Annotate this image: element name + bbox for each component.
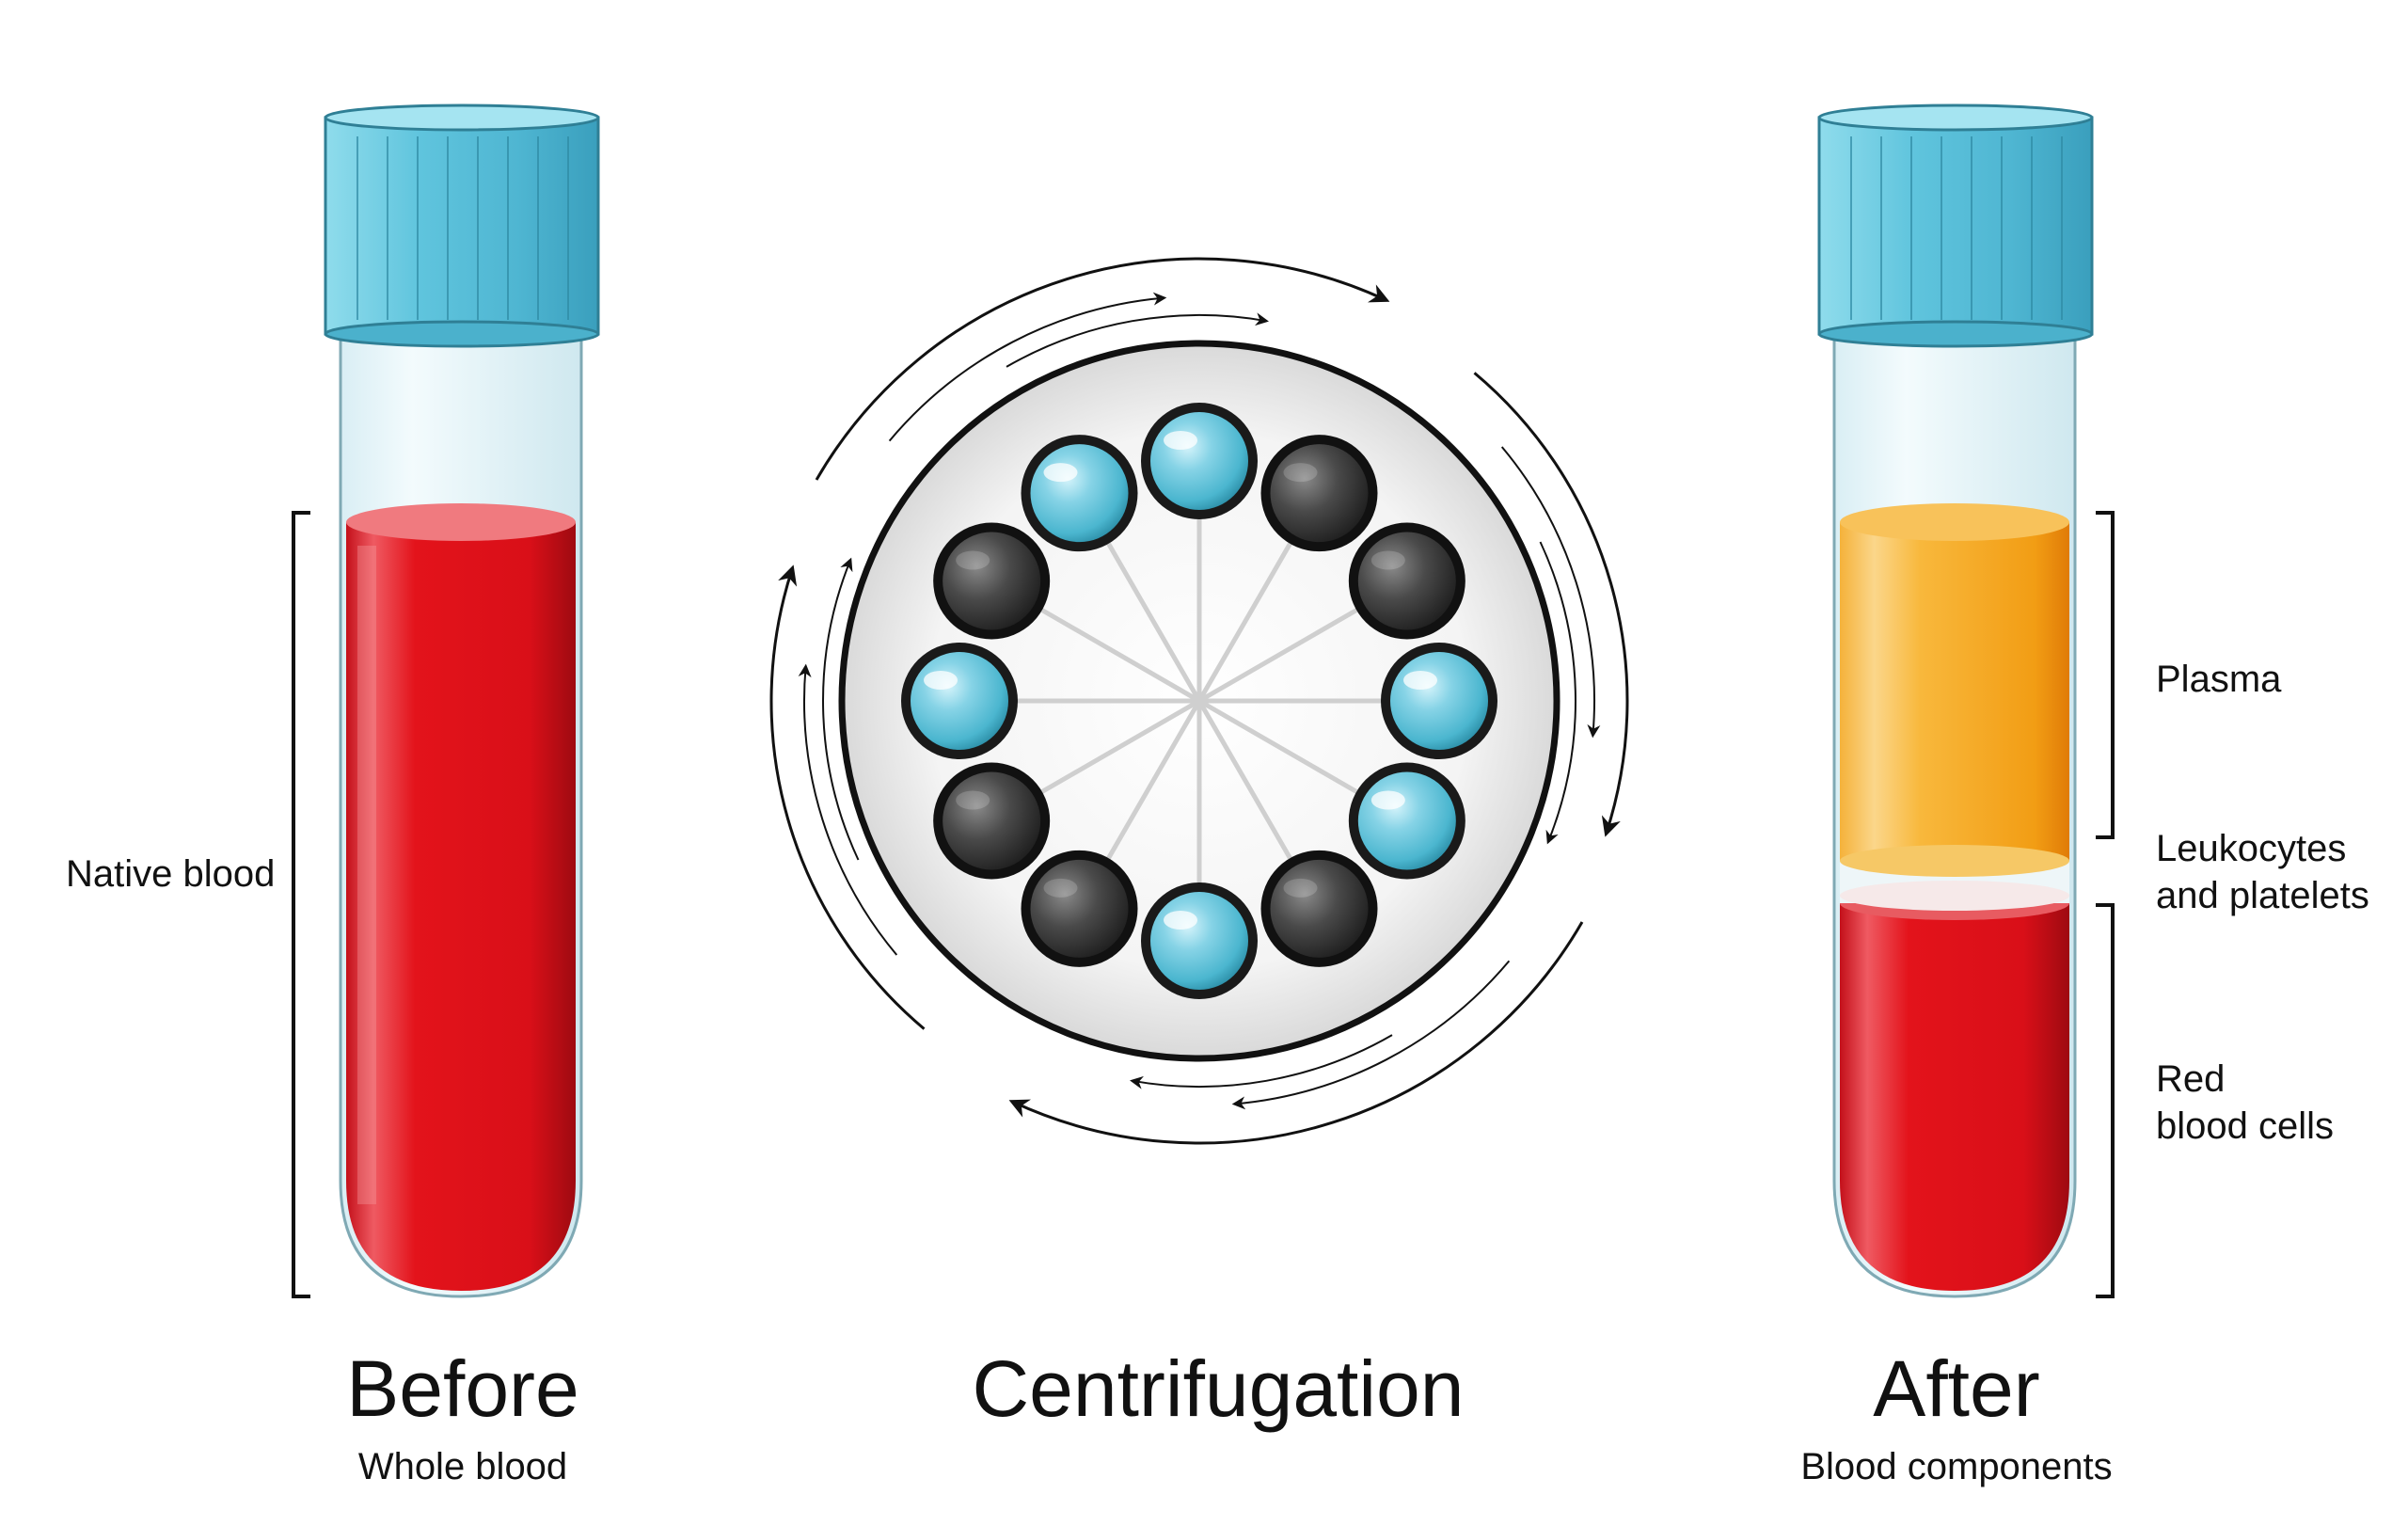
rotor-slots xyxy=(901,403,1497,999)
rotor-spoke xyxy=(1103,699,1202,865)
centrifugation-title: Centrifugation xyxy=(973,1344,1465,1433)
rotation-arrow xyxy=(815,257,1390,481)
plasma-bracket xyxy=(2096,511,2115,839)
rotation-arrow xyxy=(1473,372,1629,837)
rotor-slot-empty xyxy=(1348,522,1465,640)
plasma-label: Plasma xyxy=(2156,659,2282,700)
rotation-arrow xyxy=(1008,921,1584,1145)
rotor-slot-tube xyxy=(1381,643,1497,759)
rotor-slot-empty xyxy=(1260,850,1378,967)
before-tube-cap xyxy=(324,103,600,348)
rotation-arrow xyxy=(1500,446,1601,739)
rotation-arrow xyxy=(822,557,860,861)
after-rbc-layer xyxy=(1840,903,2069,1291)
rotor-spoke xyxy=(1036,698,1201,797)
before-bracket xyxy=(292,511,310,1298)
after-tube xyxy=(1817,103,2094,1298)
leukocytes-label-line1: Leukocytes xyxy=(2156,828,2346,869)
rotor-spoke xyxy=(1196,699,1295,865)
rotation-arrow xyxy=(1539,541,1576,845)
after-title: After xyxy=(1873,1344,2039,1433)
rbc-label-line2: blood cells xyxy=(2156,1105,2334,1147)
rotor-spokes xyxy=(1012,514,1386,888)
rotation-arrow xyxy=(888,292,1167,442)
centrifuge-rotor xyxy=(838,340,1560,1062)
before-tube xyxy=(324,103,600,1298)
rotor-spoke xyxy=(1036,605,1201,704)
native-blood-label: Native blood xyxy=(66,853,275,895)
after-plasma-layer xyxy=(1840,522,2069,861)
rotor-slot-tube xyxy=(1348,762,1465,880)
rotation-arrow xyxy=(1006,312,1269,368)
rotor-spoke xyxy=(1197,698,1363,797)
rotor-slot-tube xyxy=(1021,435,1138,552)
rotor-slot-tube xyxy=(1141,403,1258,519)
rotation-arrow xyxy=(1130,1034,1393,1089)
rotation-arrow xyxy=(798,663,898,956)
after-subtitle: Blood components xyxy=(1800,1446,2112,1487)
rotor-slot-empty xyxy=(933,762,1051,880)
rotation-arrows xyxy=(769,257,1629,1145)
rotor-slot-empty xyxy=(933,522,1051,640)
before-title: Before xyxy=(346,1344,579,1433)
before-subtitle: Whole blood xyxy=(358,1446,567,1487)
after-tube-cap xyxy=(1817,103,2094,348)
rbc-bracket xyxy=(2096,903,2115,1298)
leukocytes-label-line2: and platelets xyxy=(2156,875,2369,916)
rotor-slot-tube xyxy=(901,643,1018,759)
rotor-slot-empty xyxy=(1021,850,1138,967)
rotor-spoke xyxy=(1196,537,1295,703)
rotor-spoke xyxy=(1197,605,1363,704)
rotor-slot-tube xyxy=(1141,882,1258,999)
before-blood-surface xyxy=(346,503,576,541)
rotor-spoke xyxy=(1103,537,1202,703)
before-blood-fill xyxy=(346,522,576,1291)
rbc-label-line1: Red xyxy=(2156,1058,2225,1100)
rotation-arrow xyxy=(1231,960,1511,1110)
rotor-slot-empty xyxy=(1260,435,1378,552)
rotation-arrow xyxy=(769,564,926,1030)
